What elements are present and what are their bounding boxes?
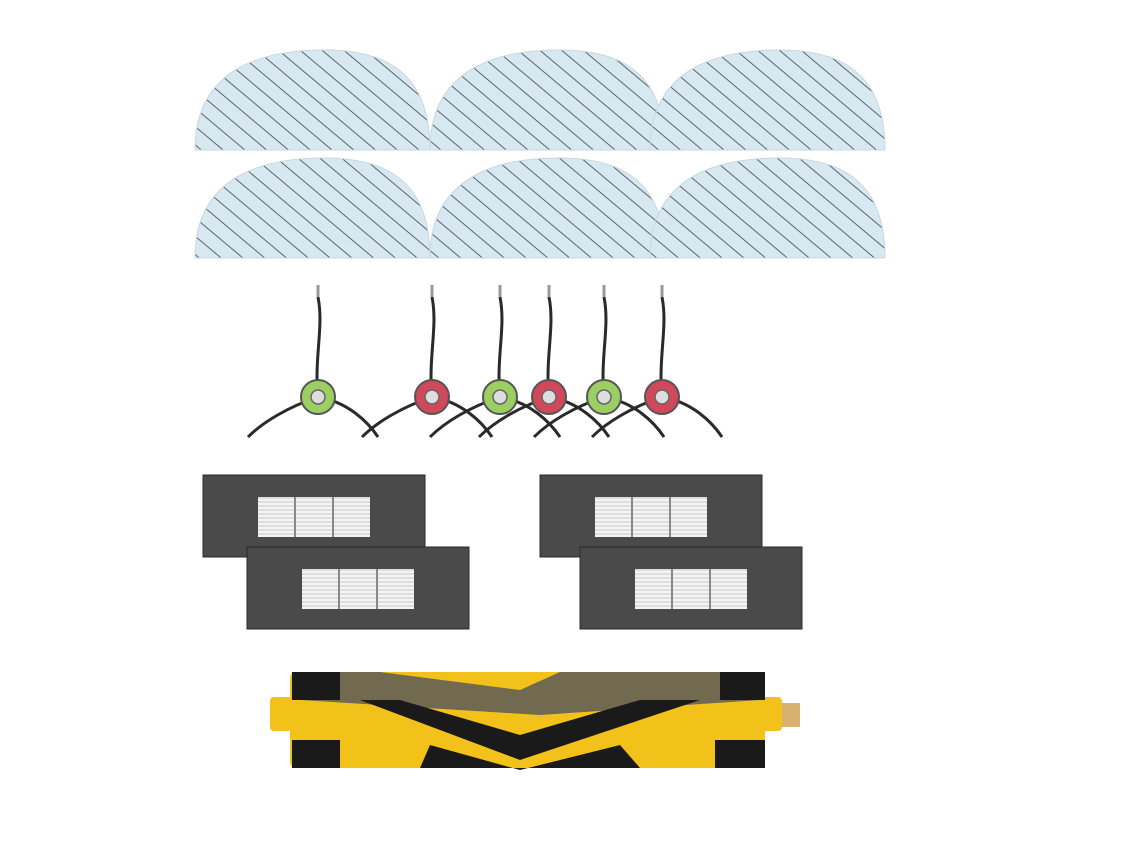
roller-blade <box>292 740 765 770</box>
side-brush <box>590 285 724 439</box>
filter-media <box>635 569 747 609</box>
side-brush <box>532 285 666 439</box>
brush-hub-center <box>654 389 670 405</box>
mop-pad <box>649 157 886 259</box>
filter <box>202 474 426 558</box>
mop-pads <box>194 49 886 259</box>
roller-blade <box>292 672 765 760</box>
filter <box>539 474 763 558</box>
side-brushes <box>246 285 724 439</box>
mop-pad <box>429 49 666 151</box>
roller-end-cap <box>270 697 292 731</box>
mop-pad <box>194 157 431 259</box>
filter <box>579 546 803 630</box>
side-brush <box>428 285 562 439</box>
side-brush <box>477 285 611 439</box>
mop-pad <box>649 49 886 151</box>
hepa-filters <box>202 474 803 630</box>
roller-end-cap <box>760 697 782 731</box>
filter-media <box>302 569 414 609</box>
brush-hub-center <box>492 389 508 405</box>
side-brush <box>360 285 494 439</box>
side-brush <box>246 285 380 439</box>
roller-axle <box>780 703 800 727</box>
brush-hub-center <box>424 389 440 405</box>
filter-media <box>595 497 707 537</box>
roller-brush <box>270 672 800 770</box>
filter <box>246 546 470 630</box>
brush-hub-center <box>310 389 326 405</box>
brush-hub-center <box>596 389 612 405</box>
filter-media <box>258 497 370 537</box>
mop-pad <box>429 157 666 259</box>
brush-hub-center <box>541 389 557 405</box>
mop-pad <box>194 49 431 151</box>
